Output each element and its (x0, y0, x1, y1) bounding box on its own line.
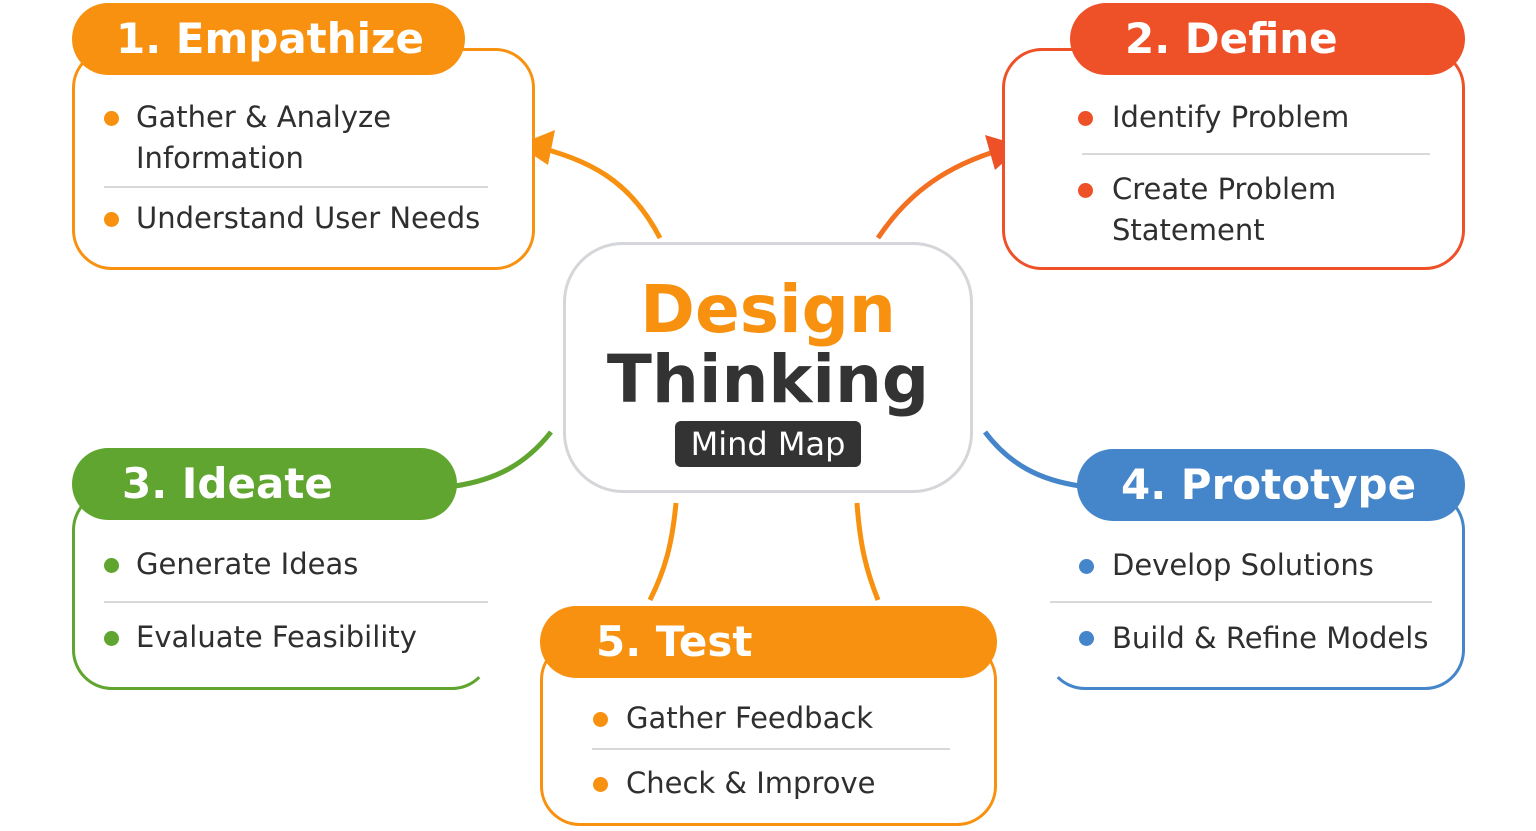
divider (104, 186, 488, 188)
bullet-icon (104, 111, 119, 126)
ideate-item: Evaluate Feasibility (136, 620, 417, 654)
empathize-header: 1. Empathize (72, 3, 465, 75)
prototype-item: Build & Refine Models (1112, 621, 1429, 655)
empathize-item: Understand User Needs (136, 201, 481, 235)
arrow-empathize-icon (518, 130, 555, 165)
bullet-icon (1079, 631, 1094, 646)
ideate-item: Generate Ideas (136, 547, 359, 581)
connector-ideate (454, 430, 553, 489)
bullet-icon (1078, 183, 1093, 198)
test-item: Gather Feedback (626, 701, 874, 735)
prototype-header: 4. Prototype (1077, 449, 1465, 521)
bullet-icon (593, 777, 608, 792)
connector-define (875, 147, 1001, 240)
divider (1082, 153, 1430, 155)
ideate-card (72, 490, 492, 690)
connector-test-left (647, 502, 679, 602)
define-item: Identify Problem (1112, 100, 1350, 134)
define-card (1002, 48, 1465, 270)
prototype-item: Develop Solutions (1112, 548, 1374, 582)
test-item: Check & Improve (626, 766, 876, 800)
connector-prototype (983, 430, 1081, 489)
define-item: Create Problem Statement (1112, 172, 1337, 247)
bullet-icon (104, 558, 119, 573)
bullet-icon (1079, 559, 1094, 574)
center-subtitle-badge: Mind Map (674, 421, 862, 467)
divider (104, 601, 488, 603)
ideate-header: 3. Ideate (72, 448, 457, 520)
bullet-icon (104, 631, 119, 646)
bullet-icon (104, 212, 119, 227)
define-header: 2. Define (1070, 3, 1465, 75)
prototype-card (1045, 490, 1465, 690)
center-title-line2: Thinking (606, 341, 930, 418)
divider (592, 748, 950, 750)
center-title-line1: Design (640, 271, 896, 348)
central-topic: Design Thinking Mind Map (563, 242, 973, 493)
bullet-icon (593, 712, 608, 727)
empathize-item: Gather & Analyze Information (136, 100, 392, 175)
connector-empathize (529, 142, 663, 240)
test-header: 5. Test (540, 606, 997, 678)
connector-test-right (854, 502, 881, 601)
divider (1050, 601, 1432, 603)
empathize-card (72, 48, 535, 270)
bullet-icon (1078, 111, 1093, 126)
